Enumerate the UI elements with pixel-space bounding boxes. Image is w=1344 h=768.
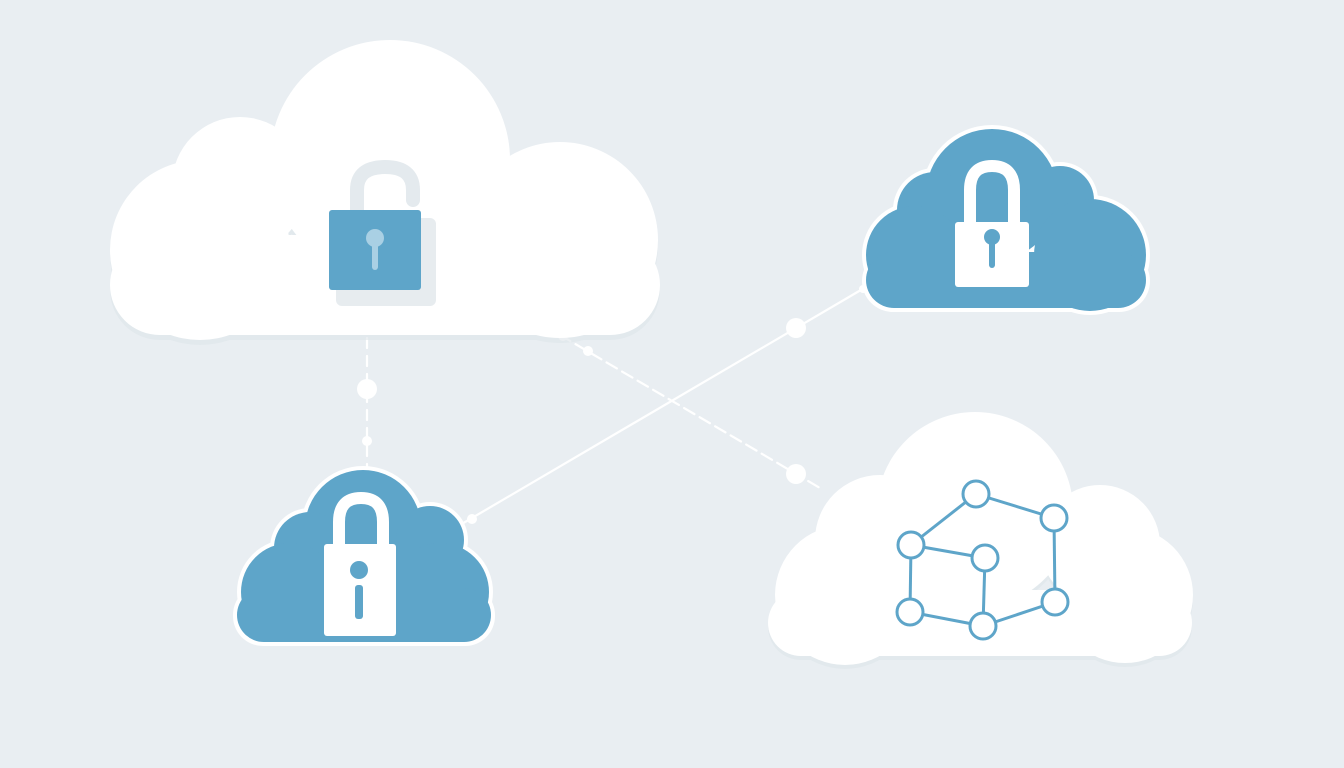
large-white-cloud (110, 40, 660, 345)
connector-dot (362, 436, 372, 446)
lower-left-blue-cloud (233, 466, 495, 646)
padlock-icon (324, 491, 396, 636)
network-node (896, 530, 926, 560)
network-node (961, 479, 991, 509)
network-graph-icon (895, 479, 1070, 641)
lower-right-white-cloud (768, 412, 1193, 669)
padlock-icon (955, 159, 1029, 287)
network-node (895, 597, 925, 627)
connector-line-diagonal-down (558, 333, 822, 490)
network-node (1039, 503, 1069, 533)
connector-dot (786, 318, 806, 338)
network-node (968, 611, 998, 641)
network-node (970, 543, 1000, 573)
connector-dot (467, 514, 477, 524)
connector-dot (583, 346, 593, 356)
network-node (1040, 587, 1070, 617)
connector-dot (357, 379, 377, 399)
padlock-open-icon (329, 159, 436, 306)
connector-dot (786, 464, 806, 484)
upper-right-blue-cloud (862, 125, 1150, 315)
